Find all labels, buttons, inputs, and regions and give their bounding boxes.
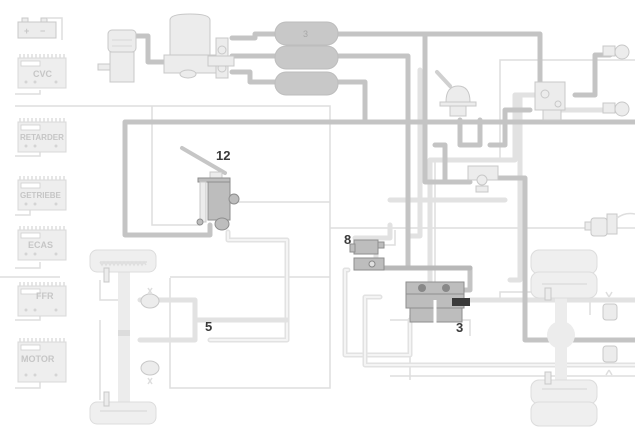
ecu-label-getriebe: GETRIEBE bbox=[20, 191, 62, 200]
front-wheel-left bbox=[89, 249, 157, 273]
ecu-label-ffr: FFR bbox=[36, 291, 54, 301]
front-brake-chamber-right[interactable] bbox=[140, 360, 160, 385]
coupling-head-supply[interactable] bbox=[602, 44, 630, 60]
front-wheel-right bbox=[89, 401, 157, 425]
ecu-label-cvc: CVC bbox=[33, 69, 53, 79]
ecu-motor[interactable]: MOTOR bbox=[17, 338, 67, 383]
ecu-cvc[interactable]: CVC bbox=[17, 54, 67, 89]
callout-label-3: 3 bbox=[456, 320, 463, 335]
foot-brake-valve[interactable]: 12 bbox=[180, 146, 240, 231]
four-circuit-protection-valve[interactable] bbox=[207, 37, 235, 79]
front-brake-chamber-left[interactable] bbox=[140, 287, 160, 309]
air-tank-middle[interactable] bbox=[274, 45, 339, 70]
battery-minus-label: − bbox=[40, 26, 45, 36]
front-axle bbox=[89, 249, 157, 425]
rear-wheel-left-inner bbox=[530, 271, 598, 299]
ecu-label-retarder: RETARDER bbox=[20, 133, 64, 142]
rear-wheel-right-outer bbox=[530, 401, 598, 427]
ecu-ffr[interactable]: FFR bbox=[17, 282, 67, 317]
electrical-wiring bbox=[0, 59, 635, 400]
battery-plus-label: + bbox=[24, 26, 29, 36]
coupling-head-control[interactable] bbox=[602, 101, 630, 117]
control-pipes bbox=[137, 67, 635, 368]
air-dryer[interactable] bbox=[163, 13, 217, 79]
ecu-retarder[interactable]: RETARDER bbox=[17, 118, 67, 153]
trailer-control-module[interactable]: 8 bbox=[344, 232, 385, 271]
supply-pipes bbox=[122, 31, 635, 343]
air-tank-top[interactable]: 3 bbox=[274, 21, 339, 46]
battery-body bbox=[17, 21, 57, 39]
hand-brake-valve[interactable] bbox=[435, 70, 477, 117]
trailer-control-valve[interactable] bbox=[534, 81, 566, 121]
battery: + − bbox=[17, 17, 63, 40]
rear-wheel-left-outer bbox=[530, 249, 598, 275]
callout-label-5: 5 bbox=[205, 319, 212, 334]
ecu-getriebe[interactable]: GETRIEBE bbox=[17, 176, 67, 211]
ebs-modulator[interactable]: 3 bbox=[405, 281, 470, 335]
ecu-label-ecas: ECAS bbox=[28, 240, 53, 250]
callout-label-12: 12 bbox=[216, 148, 230, 163]
battery-terminal-minus bbox=[40, 17, 48, 23]
rear-axle bbox=[530, 249, 598, 427]
tank-label-top: 3 bbox=[303, 29, 308, 39]
callout-label-8: 8 bbox=[344, 232, 351, 247]
battery-terminal-plus bbox=[21, 17, 29, 23]
rear-wheel-right-inner bbox=[530, 379, 598, 405]
relay-valve[interactable] bbox=[467, 165, 499, 193]
trailer-electrical-connector[interactable] bbox=[584, 212, 635, 237]
air-compressor[interactable] bbox=[97, 29, 137, 83]
rear-brake-chamber-right[interactable] bbox=[602, 345, 618, 376]
air-tank-bottom[interactable] bbox=[274, 71, 339, 96]
ecu-label-motor: MOTOR bbox=[21, 354, 55, 364]
rear-brake-chamber-left[interactable] bbox=[602, 291, 618, 321]
ecu-ecas[interactable]: ECAS bbox=[17, 226, 67, 261]
